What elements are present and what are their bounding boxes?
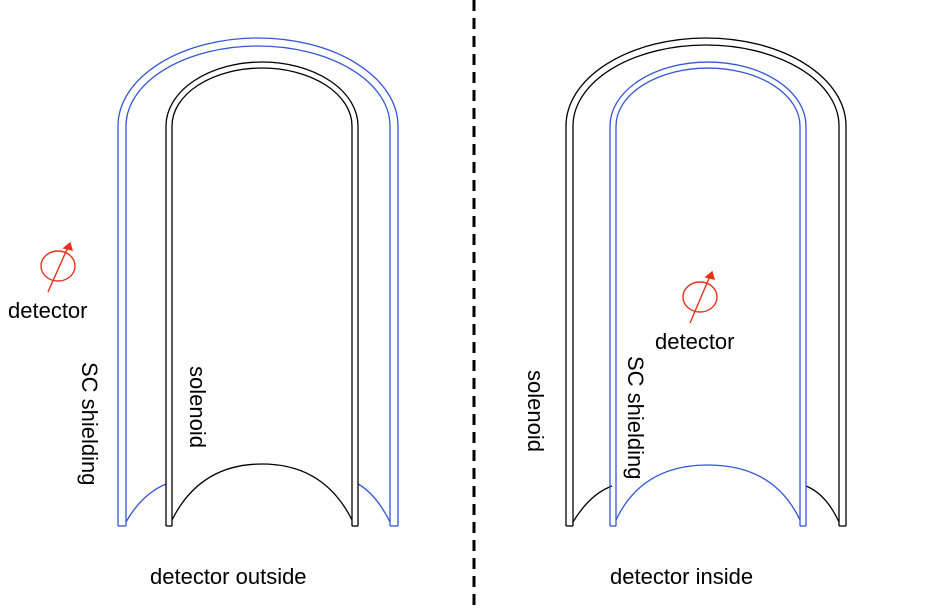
right-solenoid-label: solenoid	[523, 370, 548, 452]
left-detector-icon	[40, 241, 76, 293]
right-caption: detector inside	[610, 564, 754, 589]
right-sc-shield	[609, 61, 807, 527]
left-solenoid-label: solenoid	[185, 366, 210, 448]
right-shield-label: SC shielding	[623, 356, 648, 480]
left-caption: detector outside	[150, 564, 307, 589]
left-shield-label: SC shielding	[77, 362, 102, 486]
right-solenoid	[565, 37, 847, 527]
left-detector-label: detector	[8, 298, 88, 323]
left-solenoid	[165, 61, 359, 527]
right-detector-label: detector	[655, 329, 735, 354]
left-sc-shield	[117, 37, 399, 527]
right-detector-icon	[682, 270, 718, 324]
